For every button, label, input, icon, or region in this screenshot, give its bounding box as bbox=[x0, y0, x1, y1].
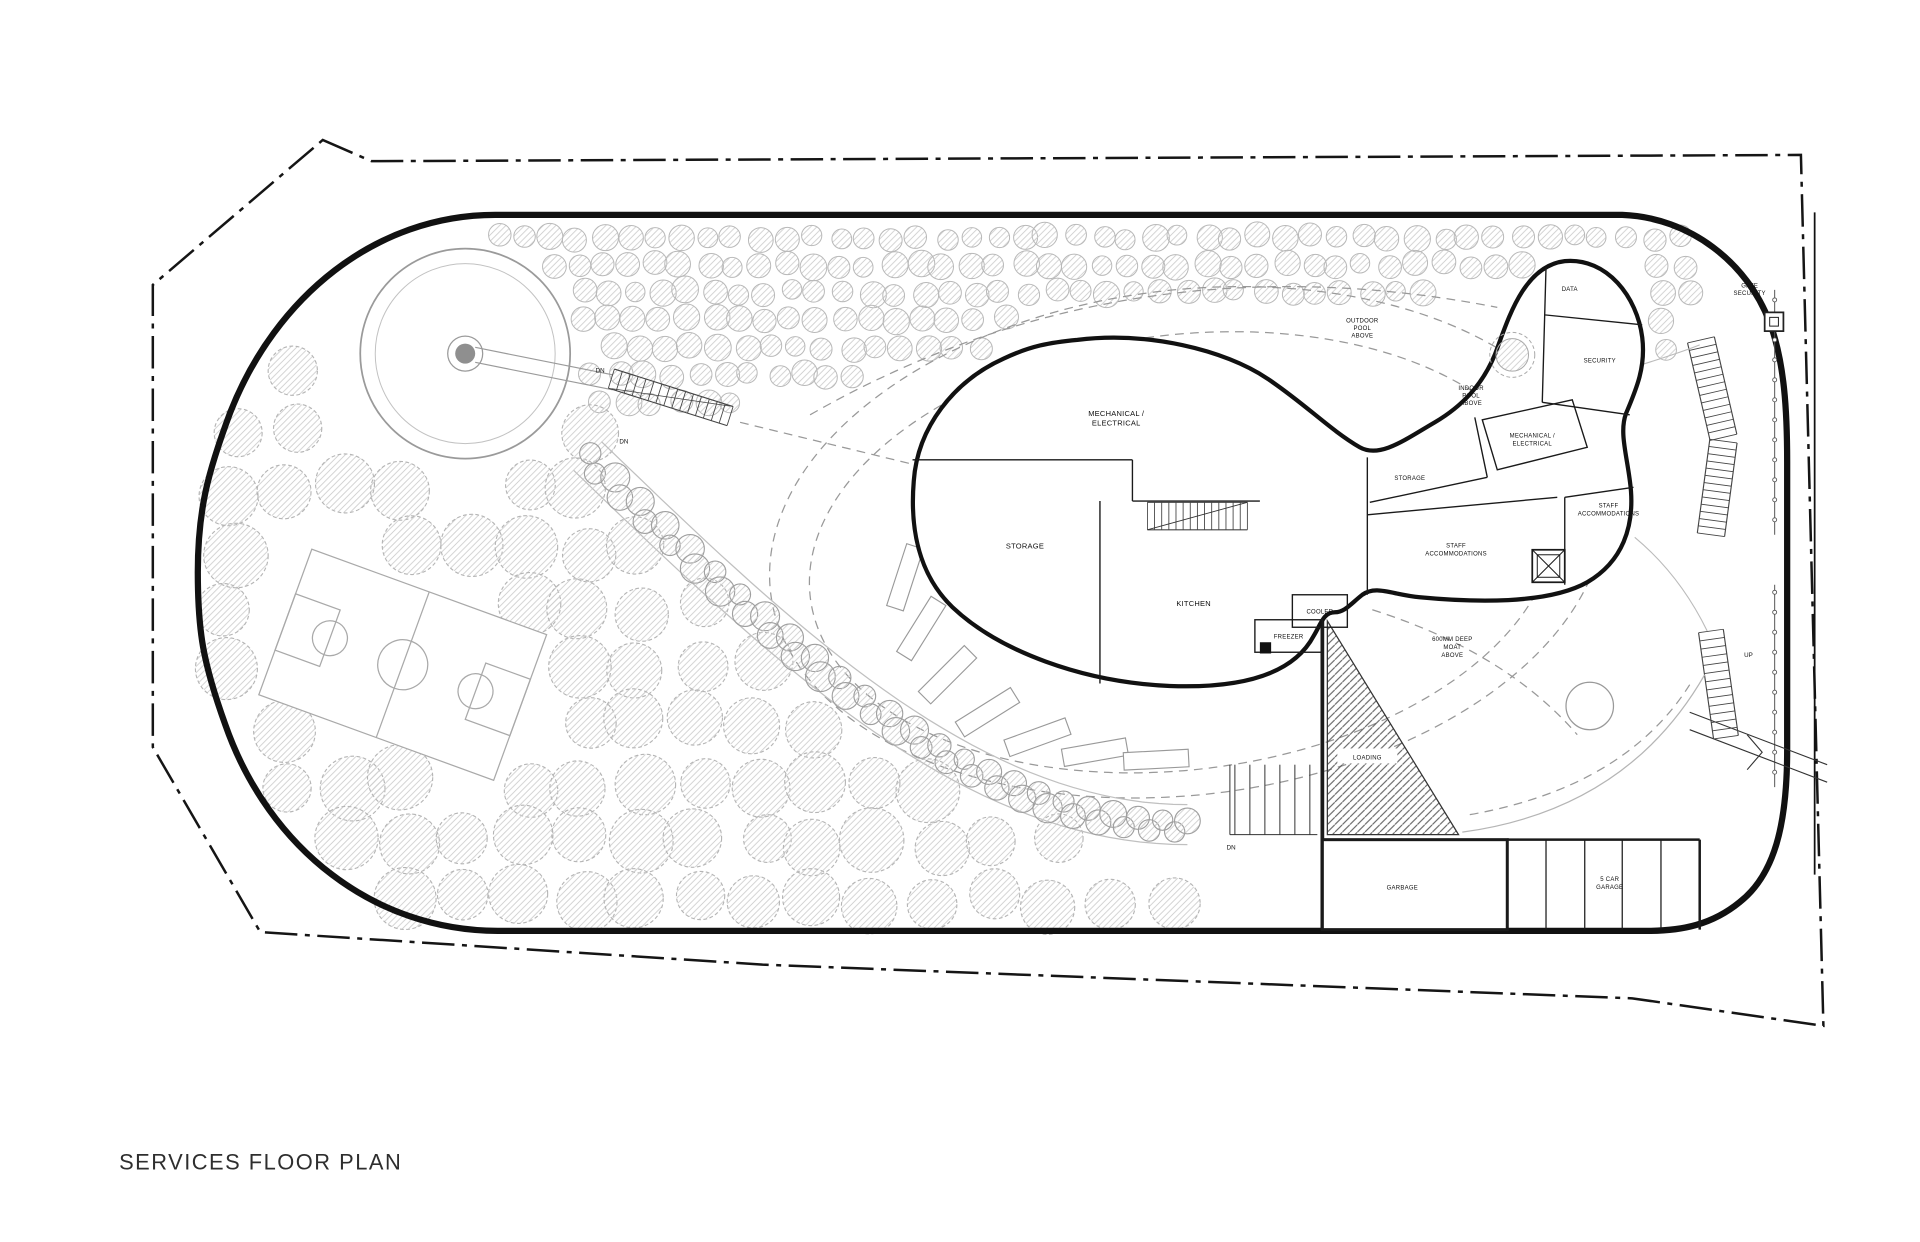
label-loading: LOADING bbox=[1353, 756, 1382, 762]
gate-security-box bbox=[1763, 311, 1785, 332]
deck-circle-feature bbox=[1565, 681, 1615, 731]
property-boundary-line bbox=[151, 138, 1825, 1028]
sports-court bbox=[258, 548, 548, 782]
label-storage-right: STORAGE bbox=[1394, 476, 1425, 482]
elevator-shaft bbox=[1531, 548, 1566, 584]
room-labels: MECHANICAL /ELECTRICAL STORAGE KITCHEN C… bbox=[596, 283, 1766, 891]
drawing-title: SERVICES FLOOR PLAN bbox=[119, 1150, 402, 1175]
door-symbol bbox=[1259, 642, 1272, 654]
garbage-room bbox=[1320, 838, 1509, 932]
round-water-feature bbox=[359, 247, 613, 460]
label-up: UP bbox=[1744, 652, 1753, 659]
walkway-edges bbox=[573, 441, 1188, 846]
loading-dock-steps bbox=[1229, 764, 1318, 836]
gate-security-box-inner bbox=[1769, 316, 1779, 327]
ramp-connectors bbox=[1634, 344, 1708, 632]
label-garbage: GARBAGE bbox=[1387, 886, 1418, 892]
tree-cluster-left-bottom bbox=[194, 345, 1201, 935]
loading-ramp-hatch bbox=[1326, 618, 1460, 836]
label-mech-left: MECHANICAL /ELECTRICAL bbox=[1088, 409, 1145, 427]
deck-edge-curve bbox=[1462, 674, 1706, 833]
label-cooler: COOLER bbox=[1306, 610, 1333, 616]
label-security: SECURITY bbox=[1584, 358, 1616, 364]
ramp-stair-right-upper bbox=[1687, 336, 1738, 538]
label-kitchen: KITCHEN bbox=[1176, 599, 1211, 608]
label-storage-left: STORAGE bbox=[1006, 542, 1044, 551]
break-lines bbox=[1689, 711, 1828, 783]
indoor-pool-scribble bbox=[1489, 331, 1536, 378]
planter-steps bbox=[885, 542, 1190, 771]
label-data: DATA bbox=[1562, 287, 1578, 293]
ramp-stair-right-lower bbox=[1698, 628, 1739, 740]
label-dn-3: DN bbox=[1227, 845, 1236, 852]
building-outline bbox=[910, 258, 1646, 689]
hedge-row bbox=[579, 442, 1201, 843]
label-mech-right: MECHANICAL /ELECTRICAL bbox=[1510, 433, 1555, 447]
label-freezer: FREEZER bbox=[1274, 634, 1304, 640]
stair-top-left bbox=[607, 368, 734, 427]
stair-mid-building bbox=[1146, 501, 1248, 531]
label-dn-2: DN bbox=[619, 439, 628, 446]
service-yard bbox=[1320, 616, 1701, 932]
site-boundary-wall bbox=[194, 211, 1791, 934]
fence-posts bbox=[1772, 289, 1778, 788]
loading-label-group: LOADING bbox=[1337, 748, 1398, 764]
garage-dividers bbox=[1545, 839, 1662, 930]
label-dn-1: DN bbox=[596, 367, 605, 374]
